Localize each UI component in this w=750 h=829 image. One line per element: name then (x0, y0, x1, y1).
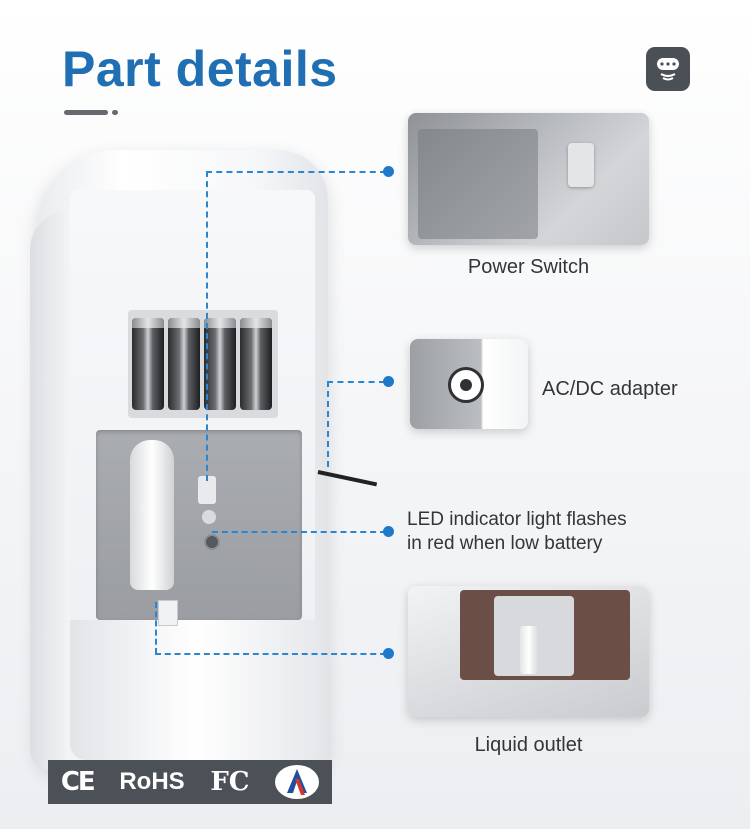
battery (168, 318, 200, 410)
switch-block (198, 476, 216, 504)
power-switch-photo (408, 113, 649, 245)
certification-bar: CE RoHS FC (48, 760, 332, 804)
outlet-nozzle (520, 626, 538, 674)
leader-adapter-vertical (327, 381, 329, 467)
led-label-line2: in red when low battery (407, 533, 603, 554)
leader-adapter-horizontal (327, 381, 385, 383)
power-switch-part (568, 143, 594, 187)
liquid-outlet-label: Liquid outlet (474, 734, 583, 756)
adapter-photo (410, 339, 528, 429)
title-underline-dot (112, 110, 118, 115)
leader-power-horizontal (206, 171, 386, 173)
leader-led-dot (383, 526, 394, 537)
page-title: Part details (62, 41, 338, 97)
battery (240, 318, 272, 410)
power-switch-label: Power Switch (467, 256, 590, 278)
pump (130, 440, 174, 590)
switch-button (202, 510, 216, 524)
liquid-outlet-photo (408, 586, 649, 717)
certification-logo-icon (275, 765, 320, 799)
dispenser-side (30, 210, 70, 770)
battery (204, 318, 236, 410)
fc-mark: FC (210, 767, 250, 797)
power-frame (418, 129, 538, 239)
pump-housing (96, 430, 302, 620)
leader-adapter-dot (383, 376, 394, 387)
battery (132, 318, 164, 410)
liquid-outlet-nozzle (158, 600, 178, 626)
leader-outlet-dot (383, 648, 394, 659)
leader-led-horizontal (212, 531, 386, 533)
dispenser-illustration (30, 150, 378, 790)
dispenser-base (70, 620, 320, 760)
rohs-mark: RoHS (119, 768, 185, 795)
dc-jack-icon (448, 367, 484, 403)
adapter-label: AC/DC adapter (542, 378, 678, 400)
sensor-wave-icon (646, 47, 690, 91)
leader-outlet-horizontal (155, 653, 386, 655)
ce-mark: CE (60, 767, 96, 797)
leader-power-vertical (206, 171, 208, 481)
led-label: LED indicator light flashes in red when … (407, 508, 707, 556)
leader-power-dot (383, 166, 394, 177)
led-label-line1: LED indicator light flashes (407, 509, 627, 530)
title-underline (64, 110, 108, 115)
leader-outlet-vertical (155, 602, 157, 654)
led-indicator (204, 534, 220, 550)
